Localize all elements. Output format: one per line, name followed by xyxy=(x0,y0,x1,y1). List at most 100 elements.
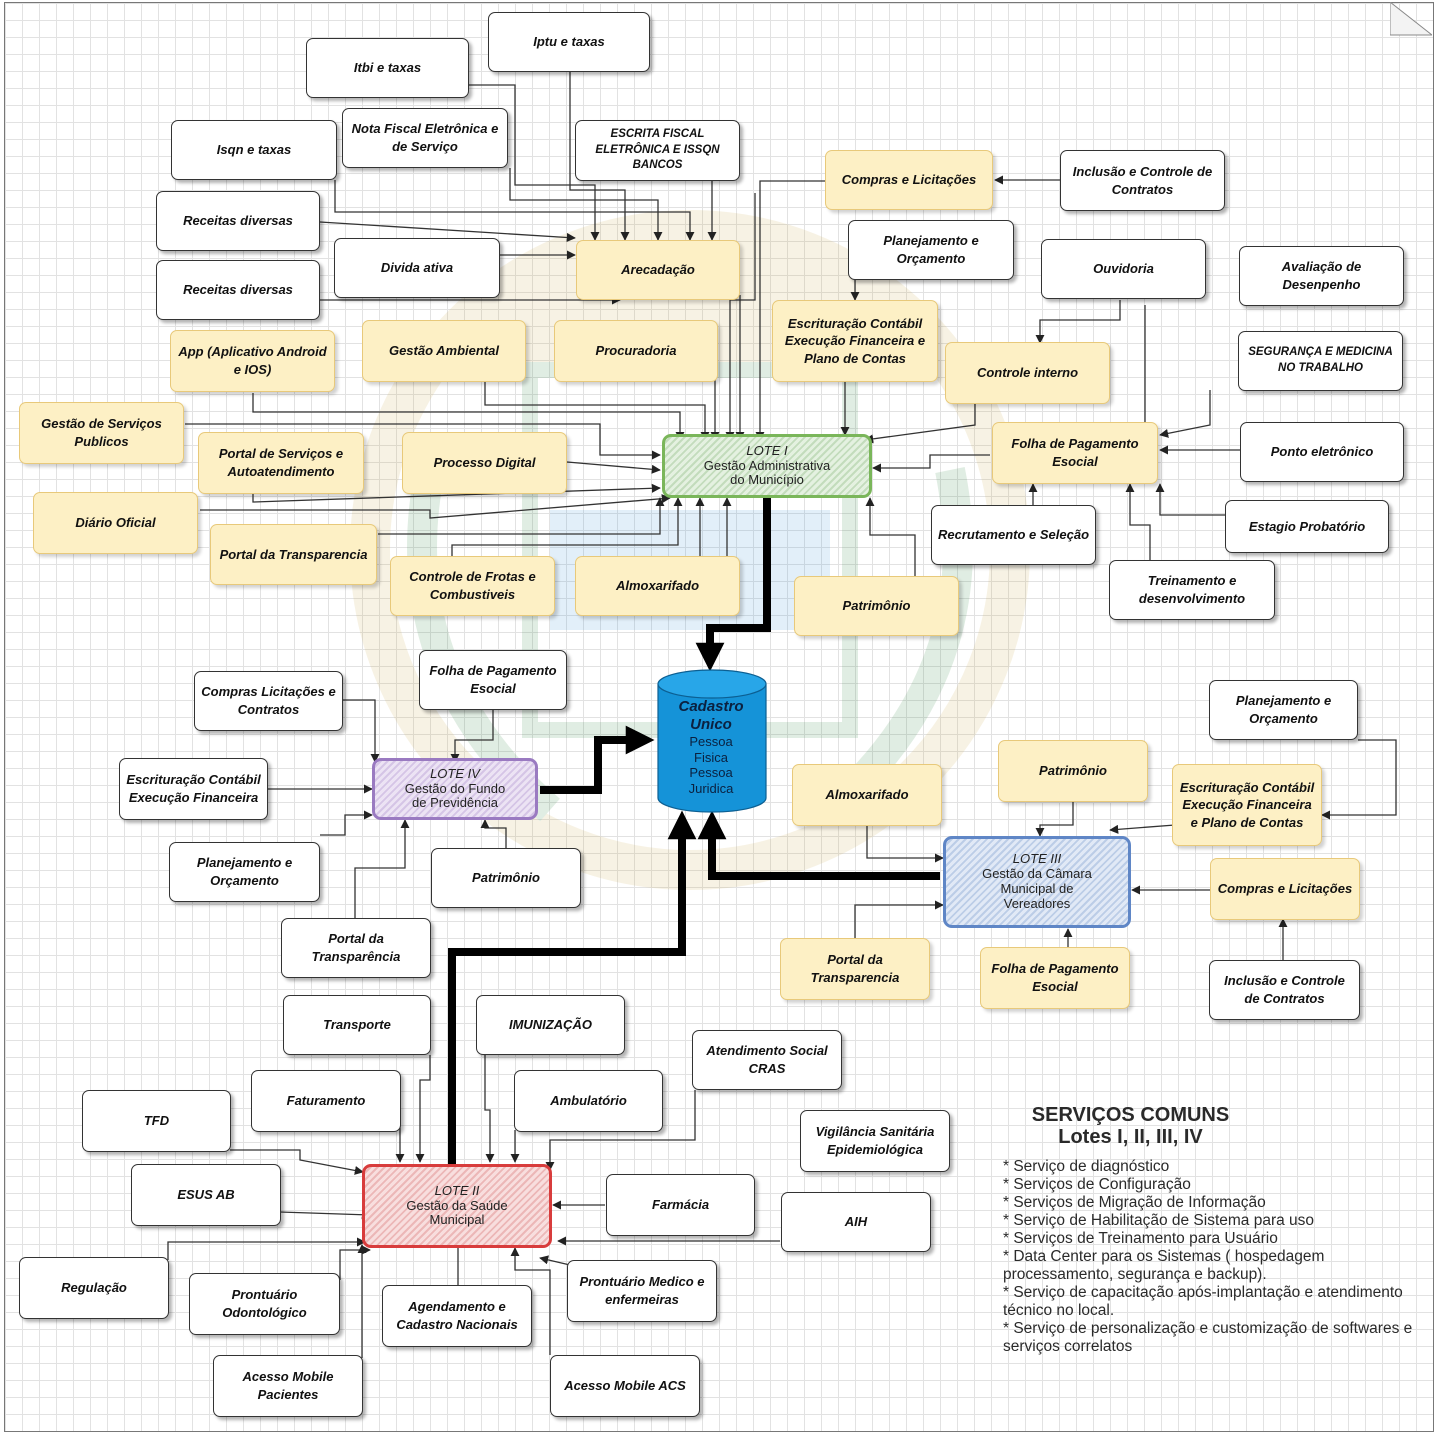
node-esus[interactable]: ESUS AB xyxy=(131,1164,281,1226)
node-portal-servicos[interactable]: Portal de Serviços e Autoatendimento xyxy=(198,432,364,494)
service-item: * Serviço de diagnóstico xyxy=(1003,1158,1170,1175)
lote-1-node[interactable]: LOTE I Gestão Administrativa do Municípi… xyxy=(662,434,872,498)
node-isqn[interactable]: Isqn e taxas xyxy=(171,120,337,180)
node-recrutamento[interactable]: Recrutamento e Seleção xyxy=(931,505,1096,565)
node-escrituracao-4[interactable]: Escrituração Contábil Execução Financeir… xyxy=(119,758,268,820)
node-folha-3[interactable]: Folha de Pagamento Esocial xyxy=(980,947,1130,1009)
wire xyxy=(1159,390,1211,438)
node-portal-transp-3[interactable]: Portal da Transparencia xyxy=(780,938,930,1000)
node-compras-licitacoes-1[interactable]: Compras e Licitações xyxy=(825,150,993,210)
node-nota-fiscal[interactable]: Nota Fiscal Eletrônica e de Serviço xyxy=(342,108,508,168)
node-almox-3[interactable]: Almoxarifado xyxy=(792,764,942,826)
node-acesso-pacientes[interactable]: Acesso Mobile Pacientes xyxy=(213,1355,363,1417)
node-itbi[interactable]: Itbi e taxas xyxy=(306,38,469,98)
node-divida[interactable]: Divida ativa xyxy=(334,238,500,298)
node-ouvidoria[interactable]: Ouvidoria xyxy=(1041,239,1206,299)
node-ponto[interactable]: Ponto eletrônico xyxy=(1240,422,1404,482)
wire xyxy=(509,168,663,241)
wire xyxy=(1155,483,1225,516)
node-prontuario-odonto[interactable]: Prontuário Odontológico xyxy=(189,1273,340,1335)
node-almox-1[interactable]: Almoxarifado xyxy=(575,556,740,616)
node-diario[interactable]: Diário Oficial xyxy=(33,492,198,554)
node-controle-interno[interactable]: Controle interno xyxy=(945,342,1110,404)
node-escrita-fiscal[interactable]: ESCRITA FISCAL ELETRÔNICA E ISSQN BANCOS xyxy=(575,120,740,181)
node-frotas[interactable]: Controle de Frotas e Combustiveis xyxy=(390,556,555,616)
node-acesso-acs[interactable]: Acesso Mobile ACS xyxy=(550,1355,700,1417)
wire xyxy=(1035,300,1121,344)
node-avaliacao[interactable]: Avaliação de Desenpenho xyxy=(1239,246,1404,306)
lote-4-node[interactable]: LOTE IV Gestão do Fundo de Previdência xyxy=(372,758,538,820)
services-title: SERVIÇOS COMUNS Lotes I, II, III, IV xyxy=(1003,1104,1258,1148)
node-ambulatorio[interactable]: Ambulatório xyxy=(514,1070,663,1132)
node-patrimonio-4[interactable]: Patrimônio xyxy=(431,848,581,908)
node-app[interactable]: App (Aplicativo Android e IOS) xyxy=(170,330,335,392)
node-patrimonio-1[interactable]: Patrimônio xyxy=(794,576,959,636)
node-inclusao-1[interactable]: Inclusão e Controle de Contratos xyxy=(1060,150,1225,211)
node-estagio[interactable]: Estagio Probatório xyxy=(1225,500,1389,553)
node-vigilancia[interactable]: Vigilância Sanitária Epidemiológica xyxy=(800,1110,950,1172)
node-atendimento-social[interactable]: Atendimento Social CRAS xyxy=(692,1030,842,1090)
node-imunizacao[interactable]: IMUNIZAÇÃO xyxy=(476,995,625,1055)
wire xyxy=(1109,824,1176,834)
services-title-2: Lotes I, II, III, IV xyxy=(1058,1126,1203,1148)
node-iptu[interactable]: Iptu e taxas xyxy=(488,12,650,72)
node-agendamento[interactable]: Agendamento e Cadastro Nacionais xyxy=(382,1285,532,1347)
node-aih[interactable]: AIH xyxy=(781,1192,931,1252)
node-escrituracao-1[interactable]: Escrituração Contábil Execução Financeir… xyxy=(772,300,938,382)
cadastro-line3: Pessoa xyxy=(689,765,733,781)
lote4-to-cadastro xyxy=(540,725,655,794)
node-portal-transp-1[interactable]: Portal da Transparencia xyxy=(210,524,377,585)
node-compras-licitacoes-3[interactable]: Compras e Licitações xyxy=(1210,858,1360,920)
wire xyxy=(415,1055,431,1163)
lote-3-node[interactable]: LOTE III Gestão da Câmara Municipal de V… xyxy=(943,836,1131,928)
node-gestao-ambiental[interactable]: Gestão Ambiental xyxy=(362,320,526,382)
wire xyxy=(854,900,944,940)
wire xyxy=(1035,800,1074,837)
node-gestao-servicos[interactable]: Gestão de Serviços Publicos xyxy=(19,402,184,464)
node-inclusao-3[interactable]: Inclusão e Controle de Contratos xyxy=(1209,960,1360,1020)
node-receitas-1[interactable]: Receitas diversas xyxy=(156,191,320,251)
node-transporte[interactable]: Transporte xyxy=(283,995,431,1055)
lote1-to-cadastro xyxy=(695,498,771,672)
wire xyxy=(539,1255,571,1266)
wire xyxy=(450,710,494,763)
lote-1-sub2: do Município xyxy=(730,472,804,488)
cadastro-line4: Juridica xyxy=(688,780,734,796)
node-procuradoria[interactable]: Procuradoria xyxy=(554,320,718,382)
node-farmacia[interactable]: Farmácia xyxy=(606,1174,755,1236)
node-receitas-2[interactable]: Receitas diversas xyxy=(156,260,320,320)
wire xyxy=(319,221,576,243)
lote-2-node[interactable]: LOTE II Gestão da Saúde Municipal xyxy=(362,1164,552,1248)
wire xyxy=(465,84,600,241)
node-regulacao[interactable]: Regulação xyxy=(19,1257,169,1319)
node-treinamento[interactable]: Treinamento e desenvolvimento xyxy=(1109,560,1275,620)
node-prontuario-medico[interactable]: Prontuário Medico e enfermeiras xyxy=(567,1260,717,1322)
wire xyxy=(185,423,661,460)
wire xyxy=(334,180,695,241)
wire xyxy=(480,819,507,848)
node-folha-4[interactable]: Folha de Pagamento Esocial xyxy=(419,650,567,710)
lote-3-sub1: Gestão da Câmara xyxy=(982,866,1092,882)
node-escrituracao-3[interactable]: Escrituração Contábil Execução Financeir… xyxy=(1172,764,1322,846)
node-faturamento[interactable]: Faturamento xyxy=(251,1070,401,1132)
node-patrimonio-3[interactable]: Patrimônio xyxy=(998,740,1148,802)
node-processo-digital[interactable]: Processo Digital xyxy=(402,432,567,494)
node-arrecadacao[interactable]: Arecadação xyxy=(576,240,740,300)
node-planejamento-1[interactable]: Planejamento e Orçamento xyxy=(848,220,1014,280)
services-list: * Serviço de diagnóstico * Serviços de C… xyxy=(1003,1158,1423,1356)
wire xyxy=(252,393,685,441)
wire xyxy=(545,1090,696,1171)
lote-3-title: LOTE III xyxy=(1012,851,1062,867)
service-item: * Serviço de Habilitação de Sistema para… xyxy=(1003,1212,1315,1229)
node-compras-lic-contratos[interactable]: Compras Licitações e Contratos xyxy=(194,671,343,731)
node-seguranca[interactable]: SEGURANÇA E MEDICINA NO TRABALHO xyxy=(1238,331,1403,391)
wire xyxy=(451,497,683,556)
node-tfd[interactable]: TFD xyxy=(82,1090,231,1152)
node-folha-1[interactable]: Folha de Pagamento Esocial xyxy=(992,422,1158,484)
wire xyxy=(167,1237,366,1260)
node-portal-transp-4[interactable]: Portal da Transparência xyxy=(281,918,431,978)
cadastro-title1: Cadastro xyxy=(678,698,744,715)
node-planejamento-4[interactable]: Planejamento e Orçamento xyxy=(169,842,320,902)
node-planejamento-3[interactable]: Planejamento e Orçamento xyxy=(1209,680,1358,740)
